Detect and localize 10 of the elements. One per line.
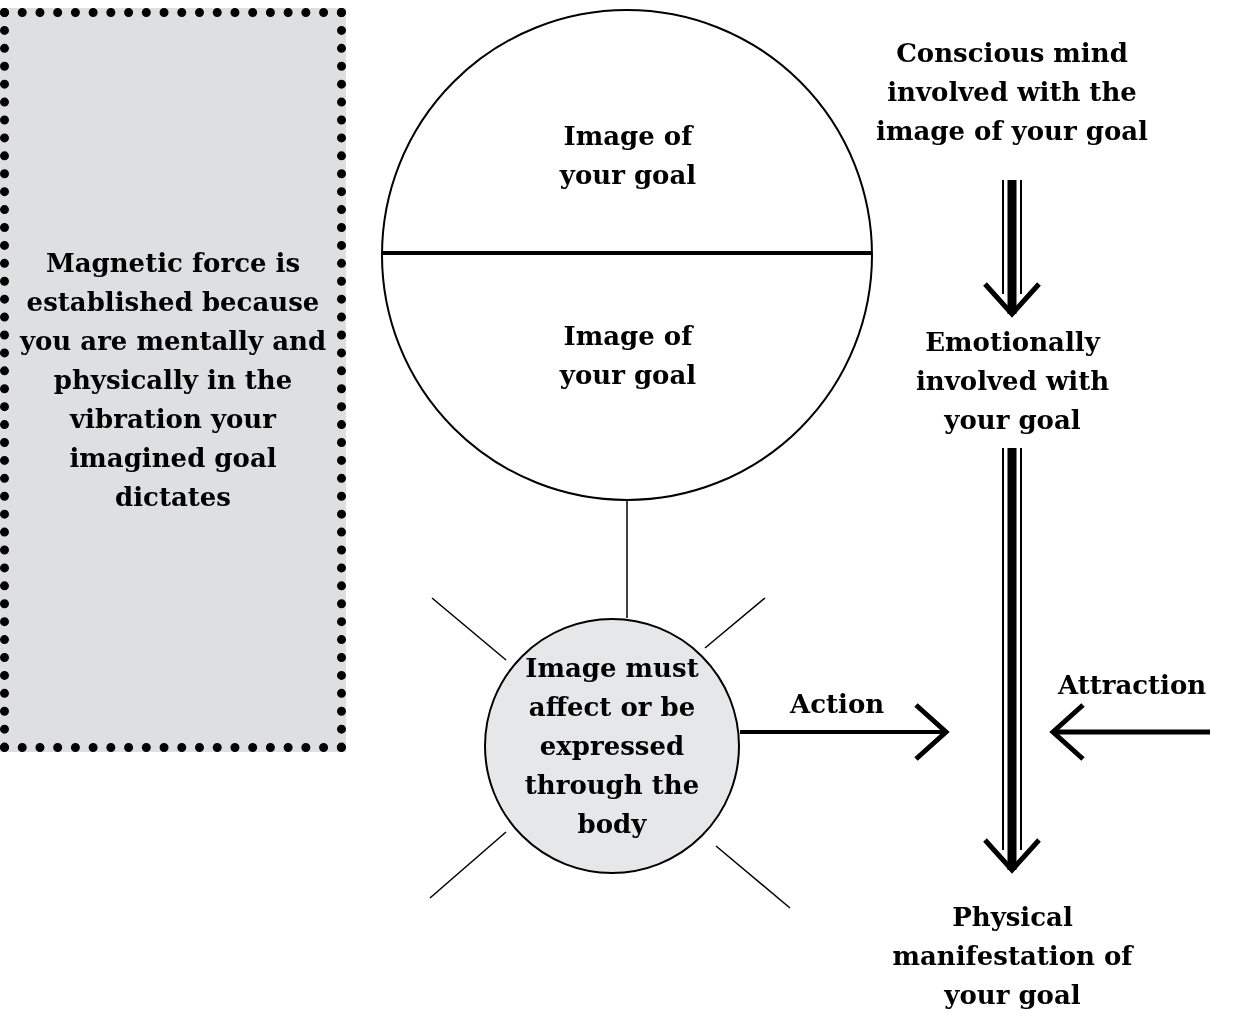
node-text: Conscious mind involved with the image of your goal [875,36,1149,148]
node-text: Emotionally involved with your goal [914,325,1111,437]
node-text: Image must affect or be expressed through the body [523,651,701,841]
connector-line [626,500,628,619]
arrow [740,702,949,762]
dotted-box [0,8,346,752]
node-text: Image of your goal [558,120,698,192]
node-text: Physical manifestation of your goal [891,900,1135,1012]
node-text: Image of your goal [558,320,698,392]
node-text: Magnetic force is established because you are mentally and physically in the vibration your imagined goal dictates [19,246,327,514]
